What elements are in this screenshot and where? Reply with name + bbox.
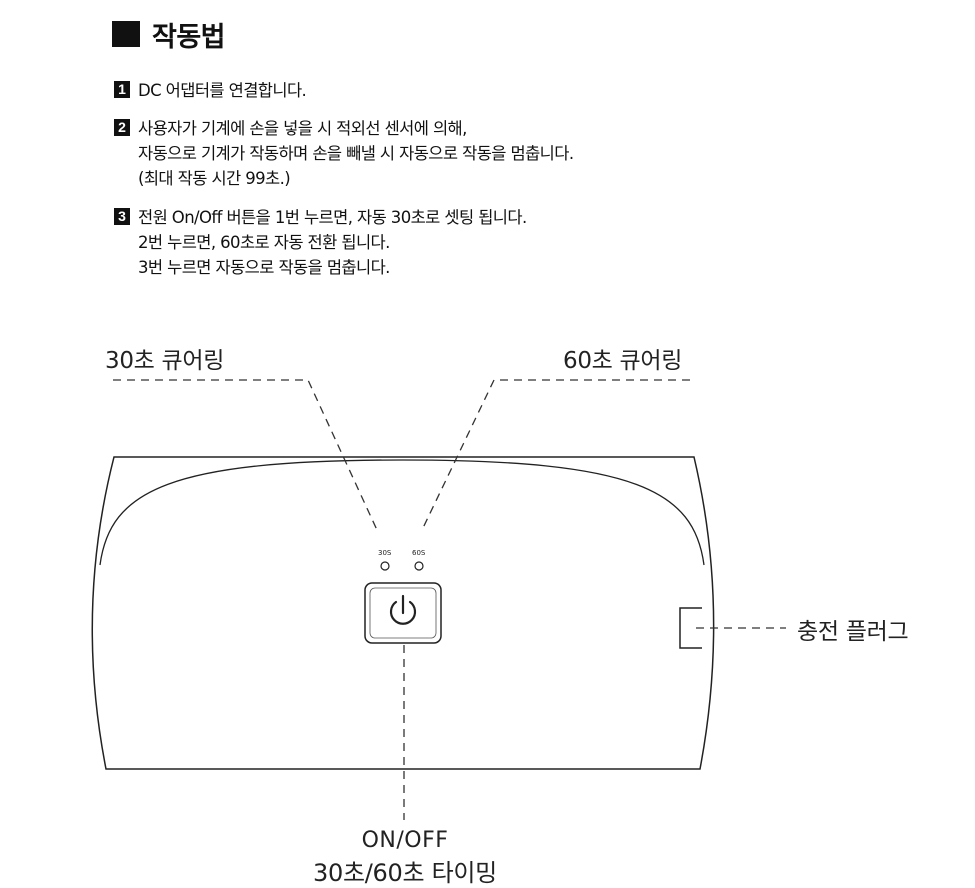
page-title: 작동법 bbox=[152, 21, 226, 53]
section-title: 작동법 bbox=[112, 14, 226, 54]
led-label-30: 30S bbox=[378, 549, 392, 557]
step-number-badge: 2 bbox=[114, 119, 130, 136]
callout-label-timing: 30초/60초 타이밍 bbox=[313, 859, 497, 887]
step-1-text: DC 어댑터를 연결합니다. bbox=[138, 78, 307, 103]
step-3: 3 전원 On/Off 버튼을 1번 누르면, 자동 30초로 셋팅 됩니다. … bbox=[114, 205, 527, 280]
indicator-led-30-icon bbox=[380, 561, 390, 571]
step-1: 1 DC 어댑터를 연결합니다. bbox=[114, 78, 307, 103]
power-button-inner bbox=[369, 587, 437, 639]
step-line: DC 어댑터를 연결합니다. bbox=[138, 81, 307, 100]
step-number-badge: 3 bbox=[114, 208, 130, 225]
step-line: 전원 On/Off 버튼을 1번 누르면, 자동 30초로 셋팅 됩니다. bbox=[138, 208, 527, 227]
callout-line-60 bbox=[421, 379, 690, 531]
step-line: 2번 누르면, 60초로 자동 전환 됩니다. bbox=[138, 233, 390, 252]
step-number-badge: 1 bbox=[114, 81, 130, 98]
callout-label-30s-curing: 30초 큐어링 bbox=[105, 348, 225, 374]
device-body-outline bbox=[91, 456, 715, 770]
indicator-led-60-icon bbox=[414, 561, 424, 571]
step-line: 3번 누르면 자동으로 작동을 멈춥니다. bbox=[138, 258, 390, 277]
step-2: 2 사용자가 기계에 손을 넣을 시 적외선 센서에 의해, 자동으로 기계가 … bbox=[114, 116, 574, 191]
step-2-text: 사용자가 기계에 손을 넣을 시 적외선 센서에 의해, 자동으로 기계가 작동… bbox=[138, 116, 574, 191]
callout-label-charging-plug: 충전 플러그 bbox=[797, 619, 909, 645]
step-line: 사용자가 기계에 손을 넣을 시 적외선 센서에 의해, bbox=[138, 119, 467, 138]
led-label-60: 60S bbox=[412, 549, 426, 557]
callout-label-onoff: ON/OFF bbox=[361, 828, 449, 853]
step-line: (최대 작동 시간 99초.) bbox=[138, 169, 291, 188]
callout-label-60s-curing: 60초 큐어링 bbox=[563, 348, 683, 374]
charging-plug-port bbox=[679, 607, 702, 649]
step-line: 자동으로 기계가 작동하며 손을 빼낼 시 자동으로 작동을 멈춥니다. bbox=[138, 144, 574, 163]
power-icon bbox=[389, 594, 417, 625]
step-3-text: 전원 On/Off 버튼을 1번 누르면, 자동 30초로 셋팅 됩니다. 2번… bbox=[138, 205, 527, 280]
callout-line-30 bbox=[113, 379, 378, 531]
device-lid-curve bbox=[99, 459, 705, 566]
title-square-icon bbox=[112, 21, 140, 47]
